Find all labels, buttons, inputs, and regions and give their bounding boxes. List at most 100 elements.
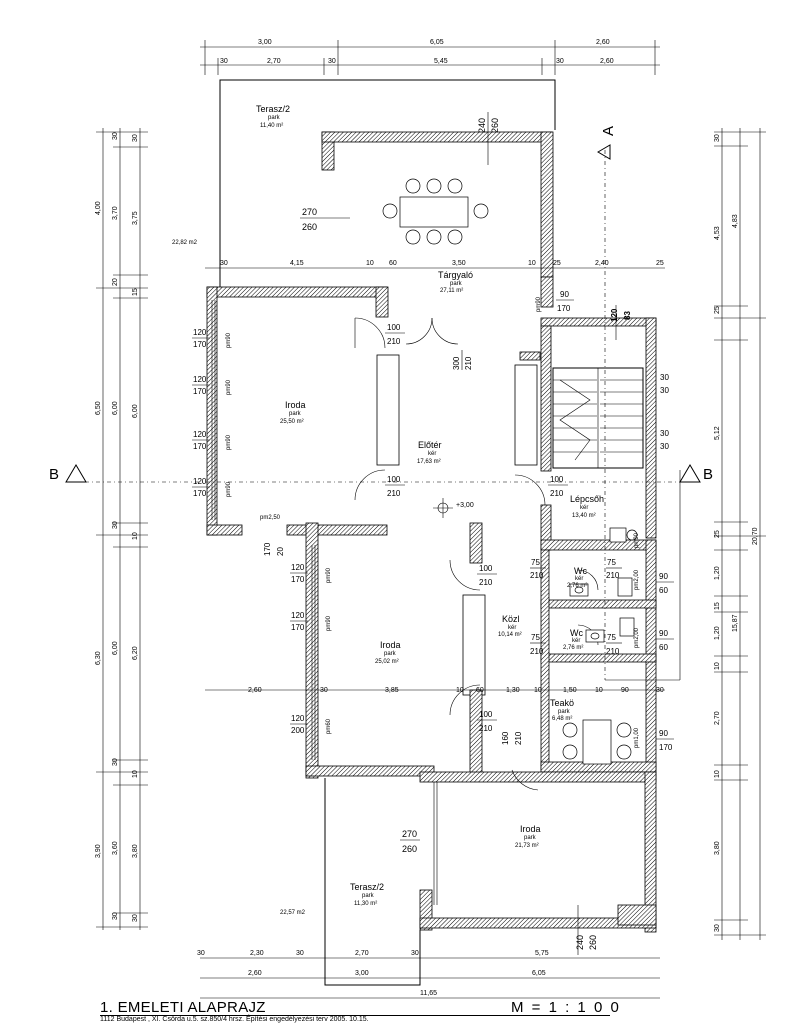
dim-left-outer-3: 6,30 [95, 651, 102, 665]
svg-text:pm1,00: pm1,00 [634, 727, 640, 748]
opening-w3: 120 170 pm90 [192, 430, 232, 451]
room-lepcsoh: Lépcsőh kér 13,40 m² [570, 494, 604, 519]
svg-text:160: 160 [501, 731, 510, 745]
dim-right-9: 10 [714, 662, 721, 670]
dim-bot2-b: 3,00 [355, 970, 369, 977]
svg-text:210: 210 [479, 724, 493, 733]
svg-text:30: 30 [660, 429, 669, 438]
svg-text:Előtér: Előtér [418, 440, 442, 450]
room-wc-1: Wc kér 2,76 m² [567, 566, 587, 589]
svg-text:210: 210 [606, 647, 620, 656]
svg-text:pm2,50: pm2,50 [260, 515, 281, 521]
svg-text:Iroda: Iroda [285, 400, 306, 410]
room-teako: Teakö park 6,48 m² [550, 698, 574, 722]
svg-text:21,73 m²: 21,73 m² [515, 843, 539, 849]
bottom-dimension-lines: 30 2,30 30 2,70 30 5,75 2,60 3,00 6,05 1… [197, 950, 660, 999]
svg-text:120: 120 [610, 308, 619, 322]
opening-120-83: 120 83 [610, 305, 632, 340]
dim-right-outer-1: 4,83 [732, 214, 739, 228]
plan-scale: M = 1 : 1 0 0 [511, 999, 621, 1016]
room-wc-2: Wc kér 2,76 m² [563, 628, 583, 651]
dim-top-1c: 2,60 [596, 39, 610, 46]
svg-text:+3,00: +3,00 [456, 502, 474, 509]
dim-right-10: 2,70 [714, 711, 721, 725]
plan-title: 1. EMELETI ALAPRAJZ [100, 999, 266, 1016]
svg-text:170: 170 [263, 542, 272, 556]
dim-left-mid-7: 30 [112, 758, 119, 766]
dim-bot1-c: 30 [296, 950, 304, 957]
outside-area-bottom: 22,57 m2 [280, 910, 306, 916]
svg-text:120: 120 [193, 477, 207, 486]
svg-text:120: 120 [291, 563, 305, 572]
dim-right-12: 3,80 [714, 841, 721, 855]
svg-text:90: 90 [659, 629, 668, 638]
svg-text:park: park [524, 835, 537, 841]
svg-text:170: 170 [193, 442, 207, 451]
dim-mid1-h: 2,40 [595, 260, 609, 267]
dim-mid1-b: 4,15 [290, 260, 304, 267]
svg-text:210: 210 [464, 356, 473, 370]
svg-text:kér: kér [508, 625, 516, 631]
dim-right-6: 1,20 [714, 566, 721, 580]
svg-text:Wc: Wc [570, 628, 583, 638]
dim-left-outer-4: 3,90 [95, 844, 102, 858]
dim-left-inner-6: 6,20 [132, 646, 139, 660]
dim-left-inner-5: 10 [132, 532, 139, 540]
dim-right-outer-3: 15,87 [732, 614, 739, 632]
room-iroda-3: Iroda park 21,73 m² [515, 824, 541, 849]
dim-mid1-a: 30 [220, 260, 228, 267]
svg-text:170: 170 [193, 489, 207, 498]
dim-left-mid-3: 20 [112, 278, 119, 286]
wc-fixtures [569, 527, 638, 643]
dim-mid1-i: 25 [656, 260, 664, 267]
dim-right-7: 15 [714, 602, 721, 610]
svg-text:170: 170 [193, 387, 207, 396]
room-labels: Terasz/2 park 11,40 m² Tárgyaló park 27,… [172, 104, 604, 916]
dim-mid1-c: 10 [366, 260, 374, 267]
svg-text:210: 210 [387, 489, 401, 498]
svg-text:pm90: pm90 [226, 434, 232, 450]
svg-text:240: 240 [575, 935, 585, 950]
svg-text:park: park [362, 893, 375, 899]
svg-text:300: 300 [452, 356, 461, 370]
dim-mid2-d: 10 [456, 687, 464, 694]
dim-bot2-c: 6,05 [532, 970, 546, 977]
terrace-top [219, 79, 556, 290]
room-iroda-2: Iroda park 25,02 m² [375, 640, 401, 665]
svg-text:210: 210 [530, 647, 544, 656]
svg-text:Iroda: Iroda [380, 640, 401, 650]
doors [354, 317, 599, 791]
room-kozl: Közl kér 10,14 m² [498, 614, 522, 638]
svg-text:kér: kér [575, 576, 583, 582]
dim-right-5: 25 [714, 530, 721, 538]
dim-bot3-a: 11,65 [420, 990, 437, 997]
svg-text:260: 260 [302, 222, 317, 232]
top-dimension-lines: 3,00 6,05 2,60 30 2,70 30 5,45 30 2,60 [200, 39, 660, 75]
svg-text:170: 170 [557, 304, 571, 313]
svg-text:170: 170 [193, 340, 207, 349]
section-line-aa: A [597, 126, 681, 681]
svg-text:2,76 m²: 2,76 m² [567, 583, 587, 589]
dim-right-11: 10 [714, 770, 721, 778]
staircase [552, 367, 644, 469]
svg-text:200: 200 [291, 726, 305, 735]
svg-text:kér: kér [572, 638, 580, 644]
left-dimension-lines: 4,00 6,50 6,30 3,90 30 3,70 20 6,00 30 6… [95, 128, 148, 930]
dim-left-mid-5: 30 [112, 521, 119, 529]
dim-right-4: 5,12 [714, 426, 721, 440]
dim-mid2-g: 10 [534, 687, 542, 694]
dim-left-mid-9: 30 [112, 912, 119, 920]
svg-text:120: 120 [193, 430, 207, 439]
svg-text:75: 75 [531, 558, 540, 567]
dim-mid2-e: 60 [476, 687, 484, 694]
dim-top-2f: 2,60 [600, 58, 614, 65]
opening-270-top: 270 260 [300, 207, 350, 232]
